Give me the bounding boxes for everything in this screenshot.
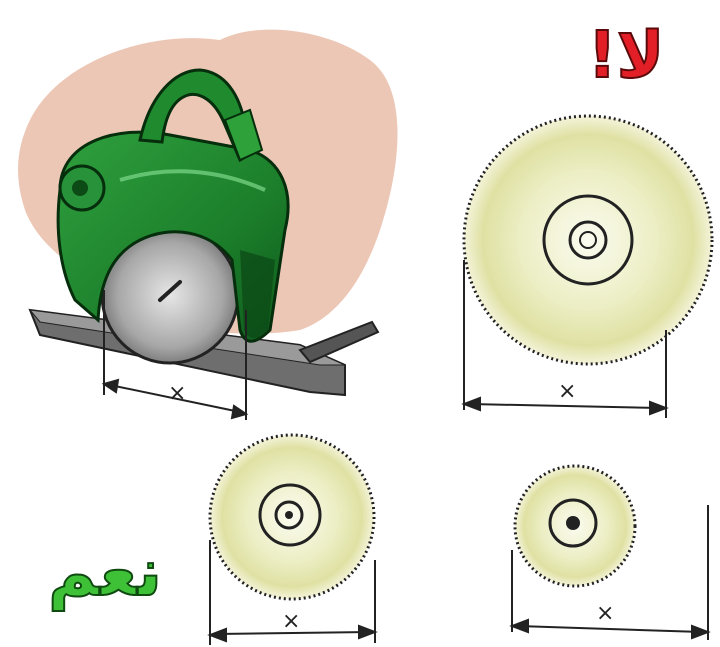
medium-blade-dimension-mark: × bbox=[282, 609, 300, 634]
yes-label: نعم bbox=[30, 540, 180, 606]
saw-blade-icon bbox=[515, 466, 635, 586]
no-label: لا! bbox=[566, 24, 686, 88]
saw-dimension-mark: × bbox=[168, 381, 186, 406]
saw-blade-icon bbox=[464, 116, 712, 364]
large-blade-dimension-mark: × bbox=[558, 379, 576, 404]
saw-blade-icon bbox=[210, 435, 374, 599]
small-blade-dimension-mark: × bbox=[596, 601, 614, 626]
